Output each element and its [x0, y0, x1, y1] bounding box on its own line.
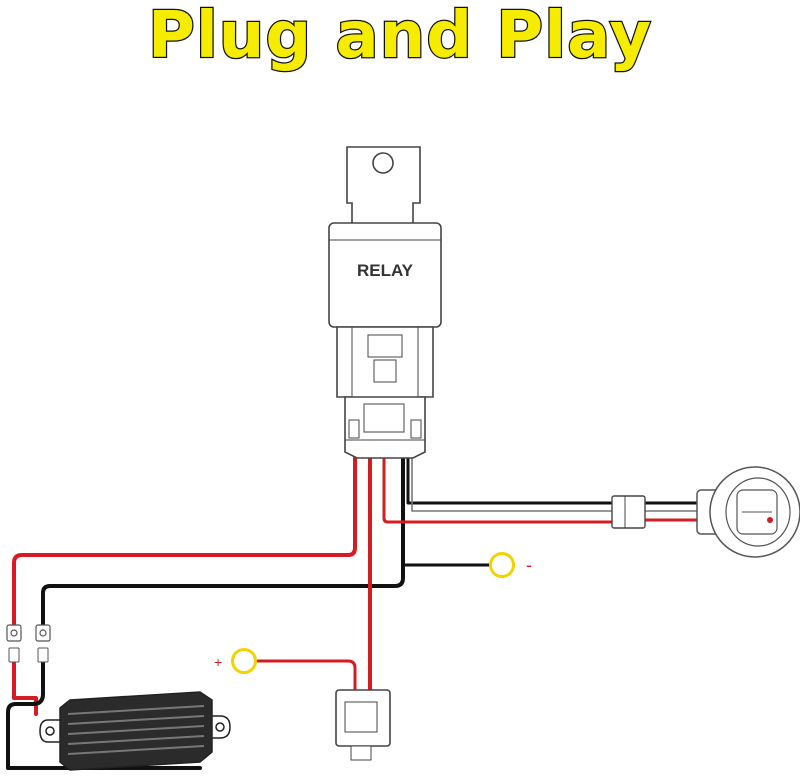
power-terminal: +	[214, 648, 257, 674]
switch-wire-white	[411, 457, 613, 512]
relay: RELAY	[328, 146, 442, 459]
switch-connector	[611, 495, 646, 529]
led-light-bar	[39, 691, 231, 771]
ground-ring-terminal	[489, 552, 515, 578]
black-wire-to-light	[41, 456, 405, 627]
relay-label: RELAY	[357, 261, 414, 280]
wires	[6, 456, 702, 770]
light-wire-black	[6, 660, 202, 770]
light-bar-fins	[67, 705, 205, 755]
switch-wire-red	[382, 456, 614, 524]
power-terminal-symbol: +	[214, 654, 222, 670]
ground-terminal-symbol: -	[526, 555, 532, 575]
switch-wire-black	[406, 456, 614, 505]
rocker-switch	[696, 466, 800, 558]
ground-terminal: -	[489, 552, 532, 578]
switch-connector-plug	[611, 495, 646, 529]
fuse-holder	[335, 689, 391, 761]
page-title: Plug and Play	[147, 0, 653, 73]
light-wire-red	[12, 660, 38, 716]
relay-mounting-hole	[372, 152, 394, 174]
red-wire-to-light	[12, 456, 357, 627]
light-harness-connectors	[6, 624, 51, 663]
red-wire-power	[256, 659, 357, 692]
power-ring-terminal	[231, 648, 257, 674]
rocker-switch-led	[767, 517, 773, 523]
